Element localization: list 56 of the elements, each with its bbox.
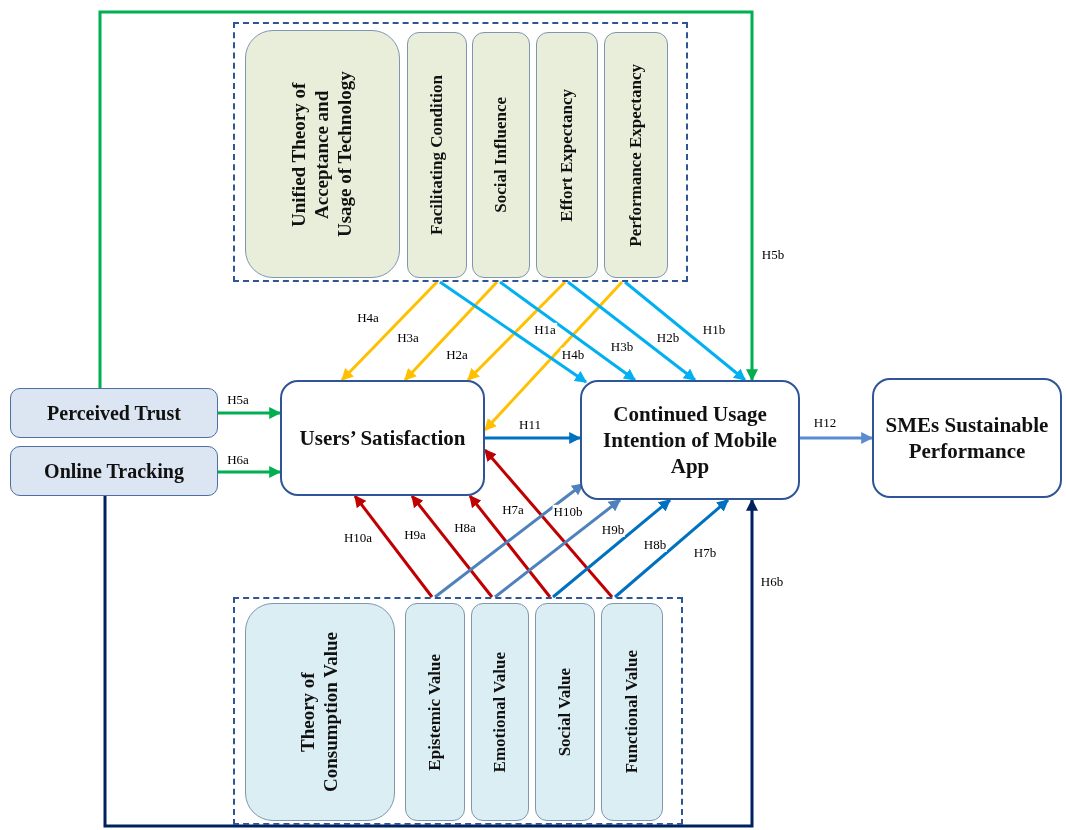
construct-box (601, 603, 663, 821)
arrow (466, 280, 567, 382)
arrow (403, 280, 499, 382)
construct-label: Facilitating Condition (426, 74, 447, 236)
arrow (410, 495, 494, 598)
arrow (439, 280, 587, 384)
dashed-group-box (233, 22, 688, 282)
arrow (353, 495, 434, 598)
construct-label: Epistemic Value (424, 653, 445, 771)
arrow (483, 449, 614, 598)
arrow (468, 495, 552, 598)
construct-label: Effort Expectancy (556, 88, 577, 222)
construct-label: Performance Expectancy (625, 63, 646, 247)
arrow (614, 498, 729, 599)
arrow (800, 432, 874, 444)
construct-label: Theory of Consumption Value (297, 631, 342, 794)
construct-box (604, 32, 668, 278)
arrow (499, 280, 636, 382)
theory-box (245, 603, 395, 821)
arrow (494, 498, 621, 599)
construct-box (405, 603, 465, 821)
construct-box (280, 380, 485, 496)
construct-box (472, 32, 530, 278)
construct-box (580, 380, 800, 500)
arrow (218, 407, 282, 419)
construct-box (407, 32, 467, 278)
construct-label: Social Influence (490, 97, 511, 213)
arrow (485, 432, 582, 444)
construct-box (471, 603, 529, 821)
arrow (98, 10, 758, 388)
construct-label: Users’ Satisfaction (299, 424, 466, 452)
arrow (483, 281, 624, 431)
arrow (218, 466, 282, 478)
arrow (567, 280, 696, 382)
construct-label: Emotional Value (489, 651, 510, 773)
edge-label: H9b (600, 522, 626, 538)
construct-label: Continued Usage Intention of Mobile App (602, 400, 778, 480)
construct-box (536, 32, 598, 278)
arrow (103, 496, 758, 828)
construct-box (872, 378, 1062, 498)
construct-label: Functional Value (621, 650, 642, 774)
arrow (434, 482, 584, 599)
factor-box (10, 446, 218, 496)
construct-box (535, 603, 595, 821)
arrow (552, 498, 671, 599)
construct-label: Unified Theory of Acceptance and Usage of Technology (288, 70, 356, 239)
edge-label: H8b (642, 537, 668, 553)
arrow (340, 280, 439, 382)
construct-label: SMEs Sustainable Performance (884, 411, 1050, 465)
construct-label: Online Tracking (44, 458, 184, 484)
theory-box (245, 30, 400, 278)
arrow (624, 280, 746, 382)
dashed-group-box (233, 597, 683, 825)
construct-label: Perceived Trust (47, 400, 181, 426)
construct-label: Social Value (554, 667, 575, 757)
factor-box (10, 388, 218, 438)
